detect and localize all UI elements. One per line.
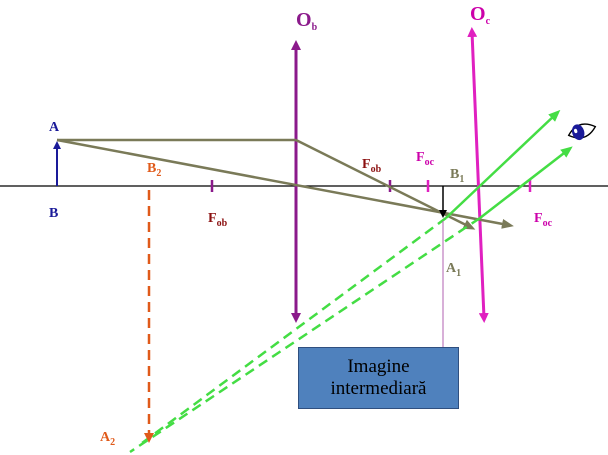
label-oc: Oc	[470, 3, 491, 27]
ray-emergent-lower	[479, 146, 573, 219]
ray-through-center	[56, 138, 514, 229]
label-foc-right: Foc	[534, 211, 553, 229]
ray-emergent-upper	[445, 109, 561, 219]
callout-line-2: intermediară	[330, 378, 427, 399]
ray-virtual-lower	[129, 216, 481, 454]
label-fob-left: Fob	[208, 211, 228, 229]
callout-line-1: Imagine	[347, 356, 410, 377]
label-a2: A2	[100, 430, 115, 448]
label-a1: A1	[446, 261, 461, 279]
label-a: A	[49, 120, 60, 135]
ocular-lens	[467, 27, 489, 323]
label-b: B	[49, 206, 58, 221]
intermediate-image-callout: Imagine intermediară	[298, 347, 459, 409]
label-fob-right: Fob	[362, 157, 382, 175]
label-ob: Ob	[296, 9, 318, 33]
label-foc-left: Foc	[416, 150, 435, 168]
label-b1: B1	[450, 167, 464, 185]
eye-icon	[567, 123, 597, 141]
ray-virtual-upper	[137, 216, 447, 448]
label-b2: B2	[147, 161, 161, 179]
